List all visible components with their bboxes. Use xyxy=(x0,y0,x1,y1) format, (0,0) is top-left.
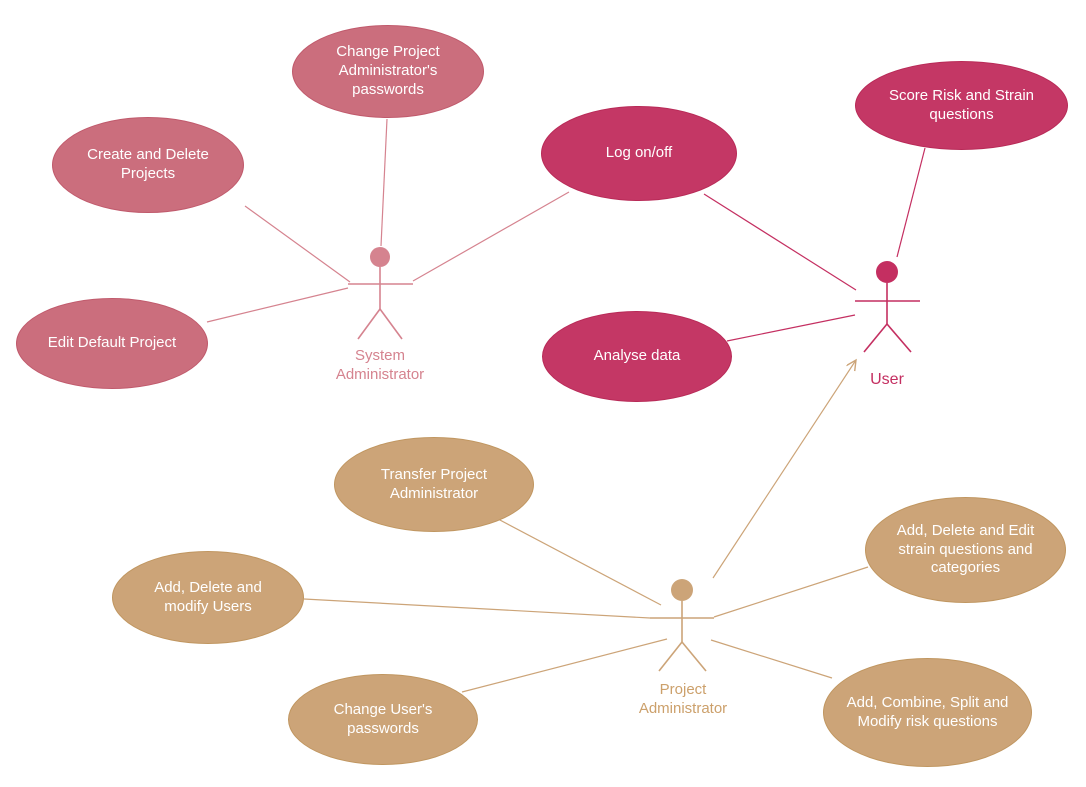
actor-user-label: User xyxy=(870,371,904,388)
actor-user-figure xyxy=(855,261,920,353)
actor-project-administrator-figure xyxy=(650,579,714,672)
usecase-label: Analyse data xyxy=(593,347,681,365)
association-projadmin-add-delete-users xyxy=(303,598,651,619)
usecase-label: Add, Delete and modify Users xyxy=(154,578,262,615)
usecase-label: Change User's passwords xyxy=(333,700,433,737)
associations-project-administrator xyxy=(303,360,869,693)
usecase-add-combine-split-modify-risk-questions: Add, Combine, Split and Modify risk ques… xyxy=(823,658,1032,767)
usecase-label: Transfer Project Administrator xyxy=(380,465,488,502)
usecase-change-users-passwords: Change User's passwords xyxy=(288,674,478,765)
usecase-label: Edit Default Project xyxy=(47,334,177,352)
association-projadmin-change-passwords xyxy=(461,638,668,693)
association-sysadmin-create-delete-projects xyxy=(244,205,351,283)
usecase-create-delete-projects: Create and Delete Projects xyxy=(52,117,244,213)
usecase-label: Create and Delete Projects xyxy=(87,146,209,182)
usecase-label: Change Project Administrator's passwords xyxy=(336,43,440,98)
association-sysadmin-log-on-off xyxy=(412,191,570,282)
association-user-log-on-off xyxy=(703,193,857,291)
arrow-projadmin-to-user xyxy=(712,360,856,579)
usecase-label: Log on/off xyxy=(605,144,673,162)
usecase-label: Add, Delete and Edit strain questions an… xyxy=(896,521,1035,577)
usecase-label: Score Risk and Strain questions xyxy=(888,86,1035,123)
actor-head xyxy=(671,579,693,601)
association-projadmin-strain-questions xyxy=(713,566,869,618)
associations-system-administrator xyxy=(206,118,570,323)
actor-system-administrator-figure xyxy=(348,247,413,340)
usecase-edit-default-project: Edit Default Project xyxy=(16,298,208,389)
association-user-score-risk-strain xyxy=(896,147,926,258)
association-sysadmin-change-passwords xyxy=(380,118,388,247)
actor-head xyxy=(876,261,898,283)
actor-system-administrator-label: System Administrator xyxy=(335,347,425,383)
usecase-log-on-off: Log on/off xyxy=(541,106,737,201)
usecase-score-risk-strain-questions: Score Risk and Strain questions xyxy=(855,61,1068,150)
association-user-analyse-data xyxy=(726,314,856,342)
usecase-add-delete-modify-users: Add, Delete and modify Users xyxy=(112,551,304,644)
usecase-label: Add, Combine, Split and Modify risk ques… xyxy=(846,693,1009,730)
usecase-add-delete-edit-strain-questions: Add, Delete and Edit strain questions an… xyxy=(865,497,1066,603)
associations-user xyxy=(703,147,926,342)
usecase-transfer-project-administrator: Transfer Project Administrator xyxy=(334,437,534,532)
actor-head xyxy=(370,247,390,267)
usecase-change-project-admin-passwords: Change Project Administrator's passwords xyxy=(292,25,484,118)
association-projadmin-risk-questions xyxy=(710,639,833,679)
association-projadmin-transfer xyxy=(497,518,662,606)
association-sysadmin-edit-default-project xyxy=(206,287,349,323)
actor-project-administrator-label: Project Administrator xyxy=(638,681,728,717)
usecase-analyse-data: Analyse data xyxy=(542,311,732,402)
